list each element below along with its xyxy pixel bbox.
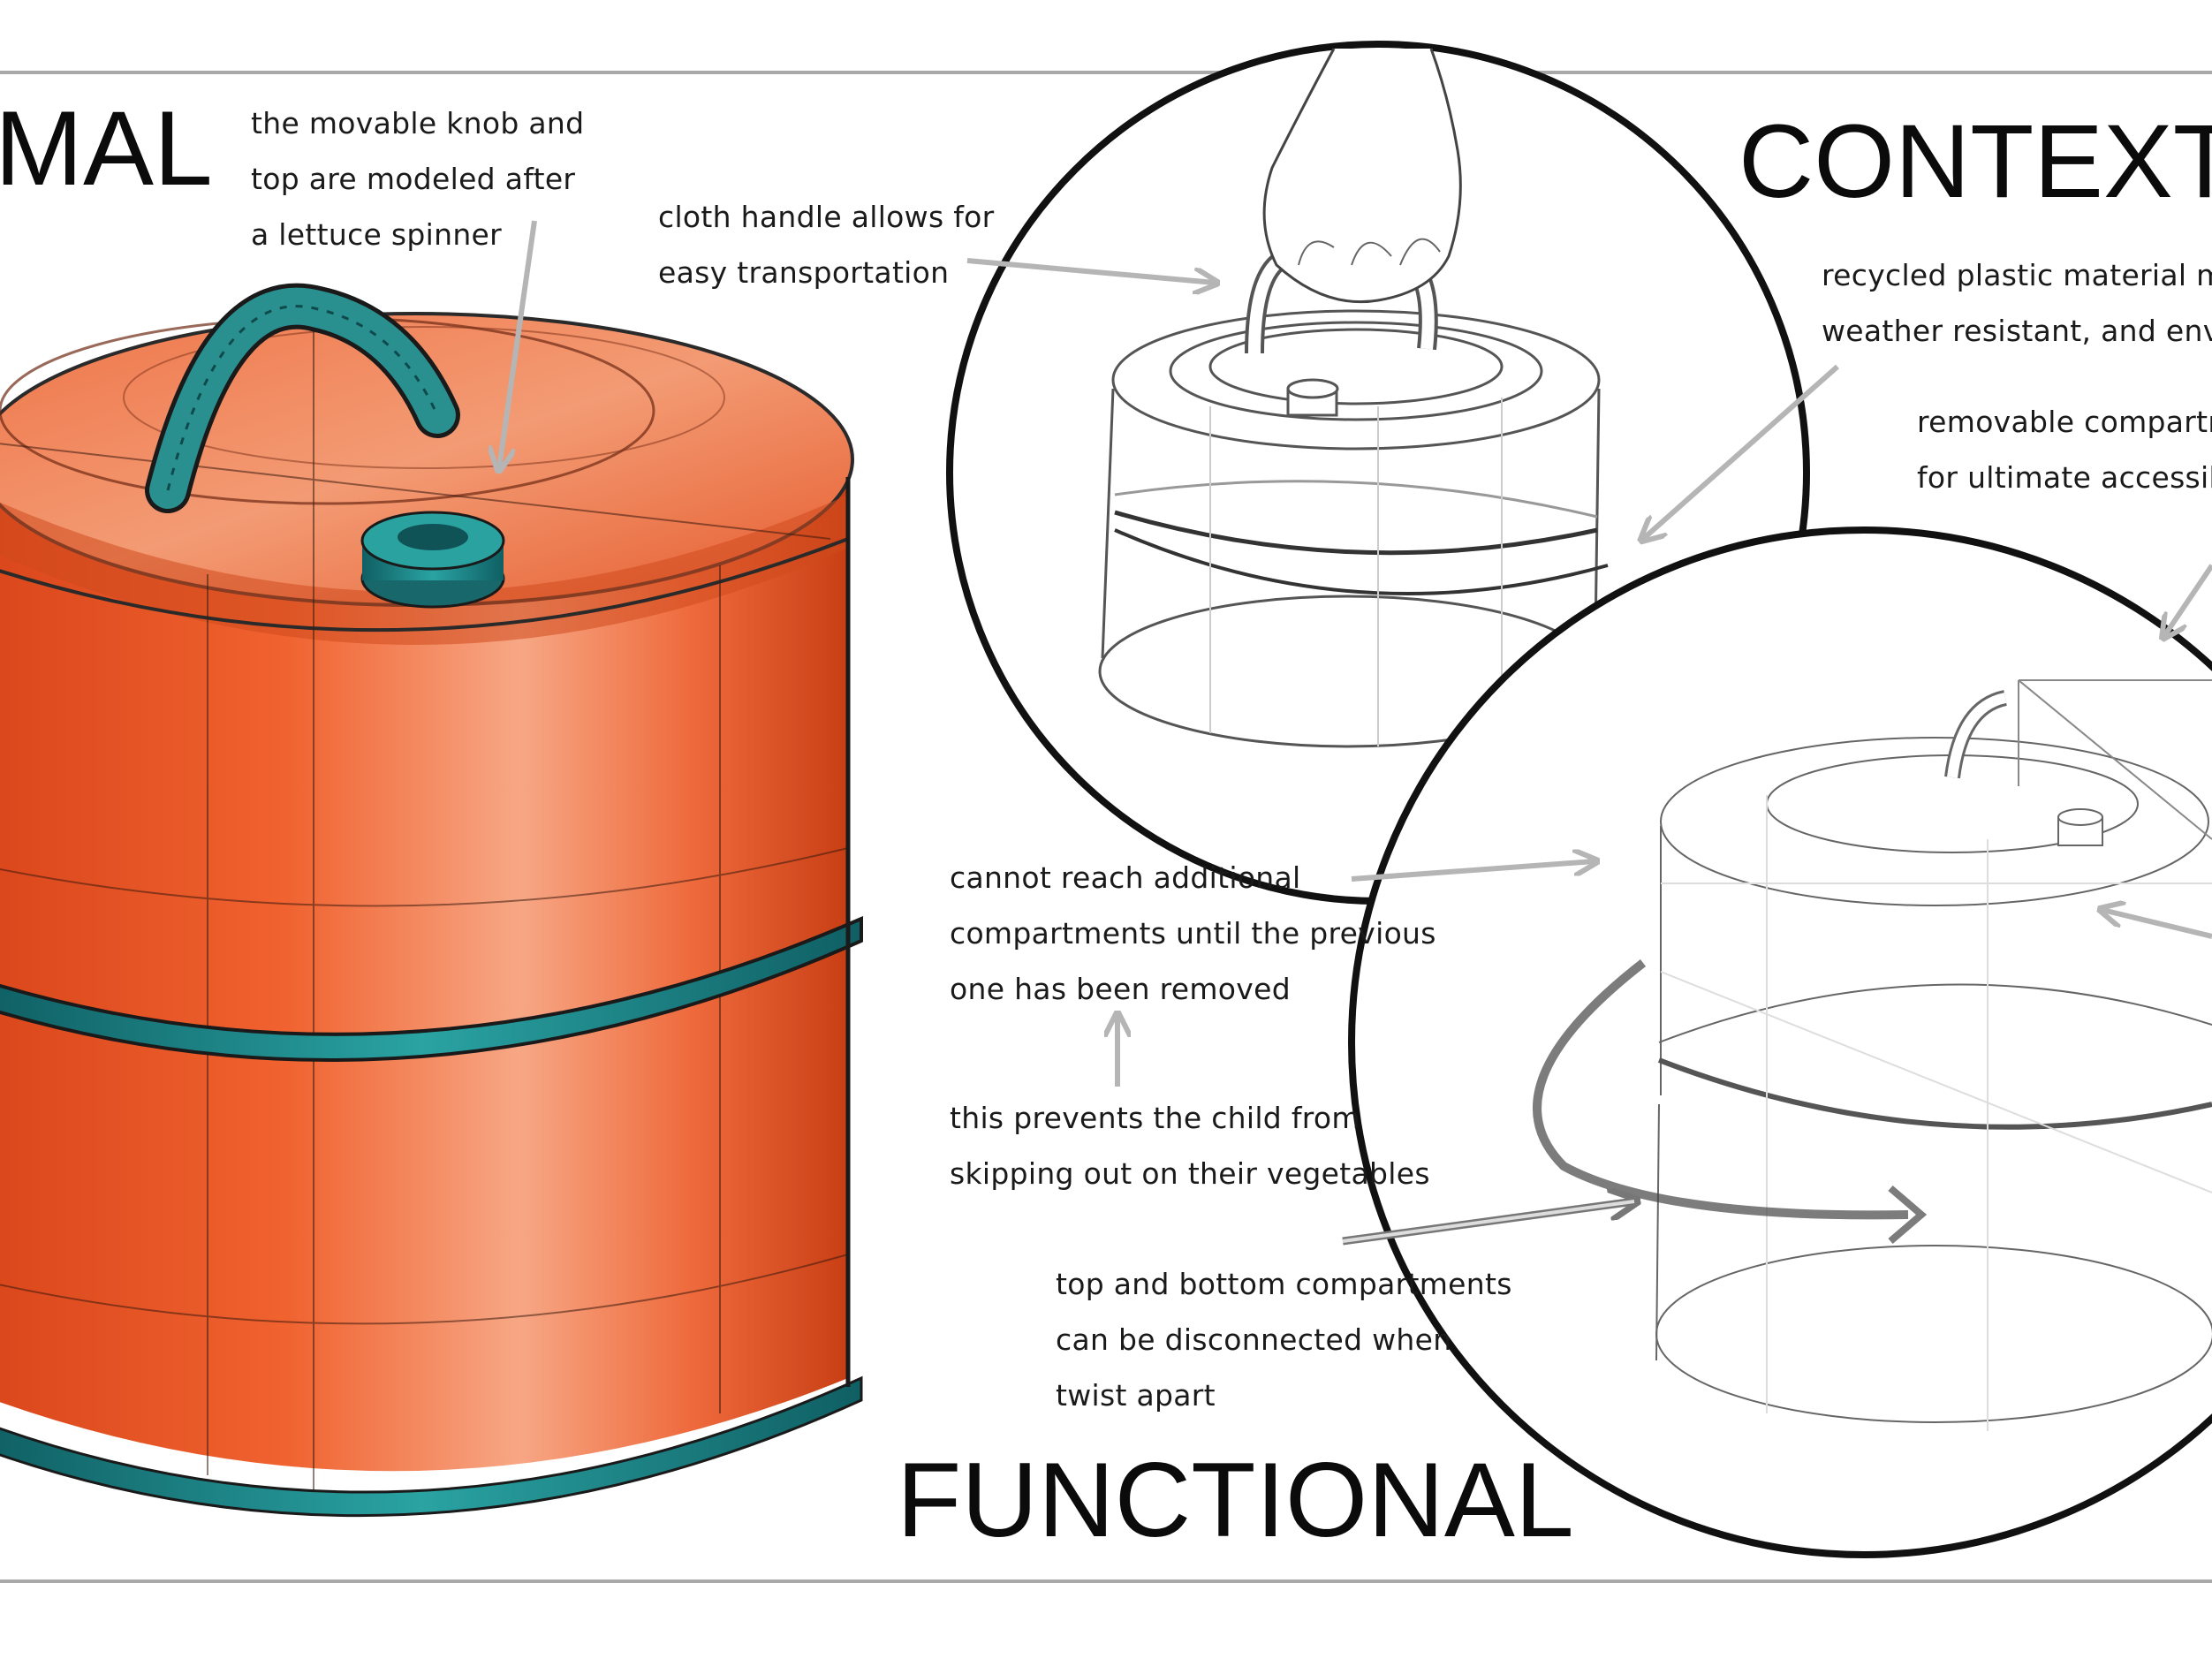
note-knob: the movable knob and top are modeled aft…: [251, 95, 584, 262]
note-recycled-line-2: weather resistant, and enviro: [1822, 314, 2212, 348]
note-removable: removable compartm for ultimate accessib…: [1917, 394, 2212, 505]
note-handle-line-1: cloth handle allows for: [658, 200, 995, 234]
note-prevents-line-2: skipping out on their vegetables: [950, 1156, 1430, 1191]
context-circle-twist: [1348, 526, 2212, 1558]
note-removable-line-2: for ultimate accessibi: [1917, 460, 2212, 495]
title-formal: MAL: [0, 89, 213, 208]
note-recycled-line-1: recycled plastic material ma: [1822, 258, 2212, 292]
arrow-recycled: [1643, 364, 1839, 539]
note-removable-line-1: removable compartm: [1917, 405, 2212, 439]
note-prevents: this prevents the child from skipping ou…: [950, 1090, 1430, 1201]
arrow-handle: [966, 258, 1215, 283]
note-prevents-line-1: this prevents the child from: [950, 1101, 1360, 1135]
note-recycled: recycled plastic material ma weather res…: [1822, 247, 2212, 359]
orange-container-rendering: [0, 283, 863, 1518]
note-compartments-line-1: cannot reach additional: [950, 860, 1301, 895]
note-knob-line-2: top are modeled after: [251, 162, 576, 196]
note-handle-line-2: easy transportation: [658, 255, 950, 290]
arrow-compartments: [1351, 861, 1595, 882]
note-compartments: cannot reach additional compartments unt…: [950, 850, 1436, 1017]
note-twist-line-3: twist apart: [1056, 1378, 1216, 1413]
note-twist: top and bottom compartments can be disco…: [1056, 1256, 1512, 1423]
arrow-knob: [499, 220, 537, 468]
note-twist-line-2: can be disconnected when: [1056, 1322, 1452, 1357]
note-knob-line-1: the movable knob and: [251, 106, 585, 140]
note-handle: cloth handle allows for easy transportat…: [658, 189, 995, 300]
arrow-removable: [2164, 564, 2212, 636]
note-twist-line-1: top and bottom compartments: [1056, 1267, 1512, 1301]
title-functional: FUNCTIONAL: [897, 1441, 1574, 1559]
note-compartments-line-2: compartments until the previous: [950, 916, 1436, 951]
note-compartments-line-3: one has been removed: [950, 972, 1291, 1006]
note-knob-line-3: a lettuce spinner: [251, 217, 503, 252]
title-context: CONTEXT: [1739, 103, 2212, 220]
